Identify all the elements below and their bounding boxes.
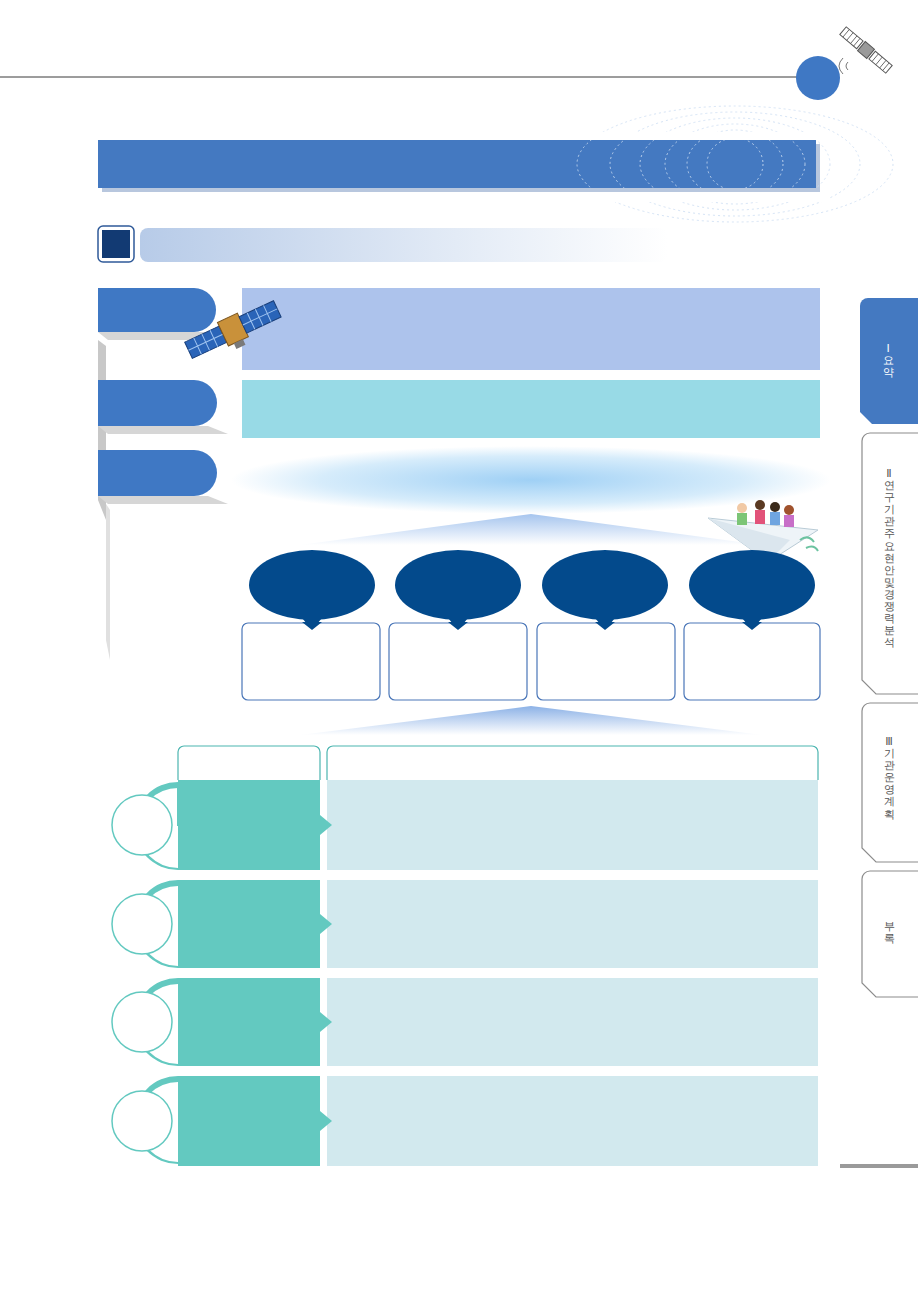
upper-fan: [300, 514, 762, 545]
strategy-rows: [178, 780, 818, 1166]
vision-panel: [242, 380, 820, 438]
mission-panel: [242, 288, 820, 370]
goal-glow: [231, 446, 831, 514]
footer-bar: [840, 1164, 918, 1168]
tab-label: Ⅱ 연구기관 주요현안 및 경쟁력 분석: [884, 468, 895, 649]
tab-label: 부록: [884, 921, 895, 945]
goal-ellipses: [249, 550, 815, 630]
goal-boxes: [242, 623, 820, 700]
side-tab: Ⅱ 연구기관 주요현안 및 경쟁력 분석: [864, 436, 914, 686]
signal-waves: [839, 58, 848, 74]
side-tabs: [860, 298, 918, 997]
section-bar: [140, 228, 668, 262]
satellite-icon: [839, 26, 893, 74]
section-marker: [102, 230, 130, 258]
title-bar-waves: [577, 106, 893, 222]
section-marker-frame: [98, 226, 134, 262]
title-bar: [98, 140, 816, 188]
row-circles: [112, 782, 178, 1164]
header-rule: [0, 77, 800, 78]
row-tabs: [98, 288, 248, 660]
side-tab: 부록: [864, 874, 914, 992]
satellite-illustration: [183, 297, 285, 367]
goal-pointers-over: [302, 622, 762, 630]
lower-fan: [300, 706, 762, 735]
tab-label: Ⅲ 기관운영계획: [884, 736, 895, 821]
side-tab: Ⅲ 기관운영계획: [864, 706, 914, 856]
tab-label: Ⅰ 요약: [883, 343, 894, 379]
table-header: [178, 746, 818, 780]
page-circle: [796, 56, 840, 100]
side-tab-active: Ⅰ 요약: [862, 300, 914, 422]
